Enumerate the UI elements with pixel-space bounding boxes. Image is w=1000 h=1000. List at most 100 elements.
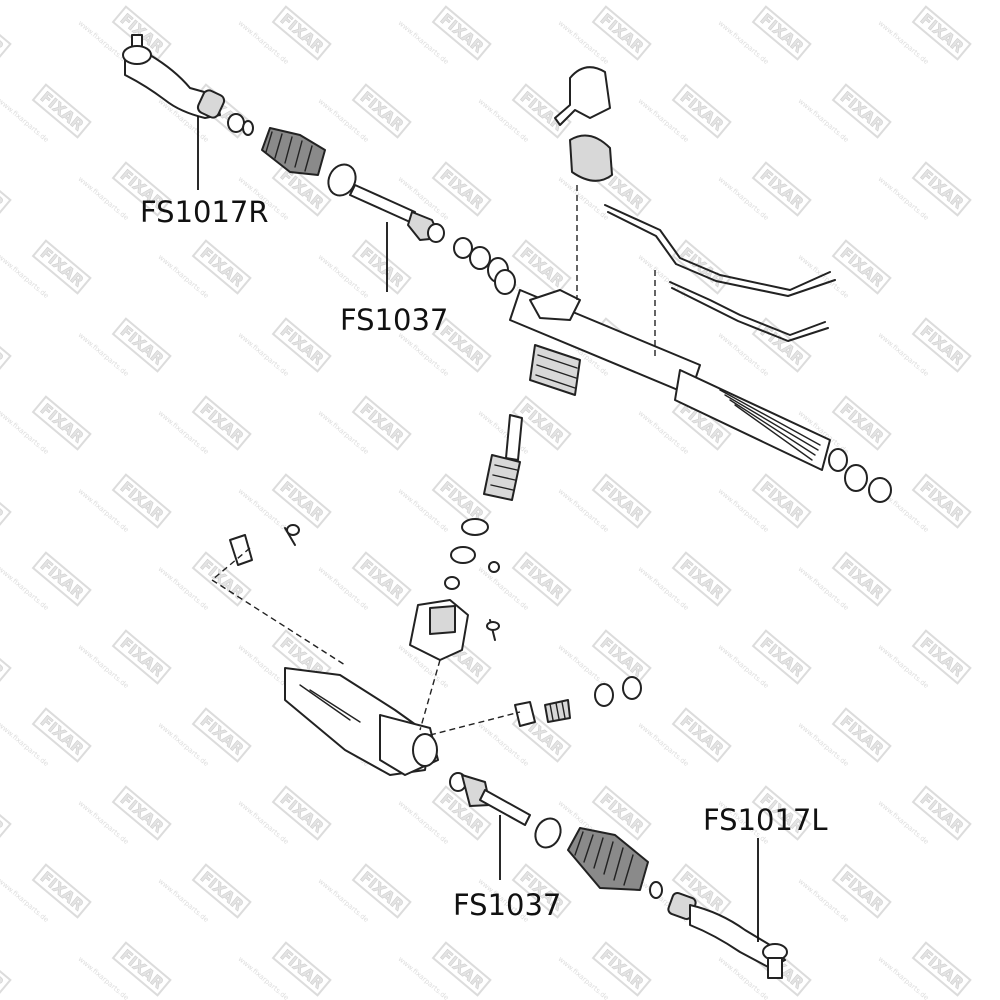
svg-text:FIXAR: FIXAR bbox=[517, 88, 568, 135]
upper-boot bbox=[261, 127, 326, 176]
svg-text:FIXAR: FIXAR bbox=[837, 88, 888, 135]
svg-text:FIXAR: FIXAR bbox=[357, 868, 408, 915]
svg-text:FIXAR: FIXAR bbox=[277, 478, 328, 525]
svg-text:FIXAR: FIXAR bbox=[597, 790, 648, 837]
svg-text:FIXAR: FIXAR bbox=[357, 88, 408, 135]
svg-text:FIXAR: FIXAR bbox=[437, 166, 488, 213]
svg-text:FIXAR: FIXAR bbox=[437, 478, 488, 525]
svg-text:FIXAR: FIXAR bbox=[117, 322, 168, 369]
svg-text:FIXAR: FIXAR bbox=[837, 556, 888, 603]
svg-text:FIXAR: FIXAR bbox=[277, 946, 328, 993]
svg-text:FIXAR: FIXAR bbox=[197, 400, 248, 447]
svg-text:FIXAR: FIXAR bbox=[757, 634, 808, 681]
svg-text:FIXAR: FIXAR bbox=[677, 712, 728, 759]
svg-text:FIXAR: FIXAR bbox=[117, 478, 168, 525]
label-fs1017r: FS1017R bbox=[140, 195, 269, 229]
lower-inner-tie-rod bbox=[449, 772, 531, 826]
svg-text:FIXAR: FIXAR bbox=[37, 556, 88, 603]
svg-text:FIXAR: FIXAR bbox=[117, 790, 168, 837]
svg-text:FIXAR: FIXAR bbox=[277, 322, 328, 369]
label-fs1037-upper: FS1037 bbox=[340, 303, 448, 337]
svg-text:FIXAR: FIXAR bbox=[197, 244, 248, 291]
svg-text:FIXAR: FIXAR bbox=[597, 10, 648, 57]
upper-inner-tie-rod bbox=[349, 184, 445, 243]
rack-housing bbox=[509, 289, 892, 503]
svg-text:FIXAR: FIXAR bbox=[757, 10, 808, 57]
lower-boot-clamp bbox=[534, 817, 562, 849]
svg-text:FIXAR: FIXAR bbox=[37, 400, 88, 447]
svg-text:FIXAR: FIXAR bbox=[917, 946, 968, 993]
svg-text:FIXAR: FIXAR bbox=[917, 322, 968, 369]
svg-text:FIXAR: FIXAR bbox=[917, 166, 968, 213]
label-fs1017l: FS1017L bbox=[703, 803, 828, 837]
svg-text:FIXAR: FIXAR bbox=[357, 400, 408, 447]
mount-bracket bbox=[554, 66, 613, 182]
upper-rings bbox=[453, 237, 516, 295]
hydraulic-lines bbox=[604, 204, 836, 342]
lower-tie-rod-end bbox=[649, 881, 788, 979]
svg-text:FIXAR: FIXAR bbox=[837, 244, 888, 291]
svg-text:FIXAR: FIXAR bbox=[517, 556, 568, 603]
svg-text:FIXAR: FIXAR bbox=[277, 790, 328, 837]
label-fs1037-lower: FS1037 bbox=[453, 888, 561, 922]
svg-text:FIXAR: FIXAR bbox=[517, 244, 568, 291]
svg-text:FIXAR: FIXAR bbox=[277, 10, 328, 57]
svg-text:FIXAR: FIXAR bbox=[917, 10, 968, 57]
svg-text:FIXAR: FIXAR bbox=[357, 556, 408, 603]
svg-text:FIXAR: FIXAR bbox=[37, 712, 88, 759]
svg-text:FIXAR: FIXAR bbox=[837, 400, 888, 447]
svg-text:FIXAR: FIXAR bbox=[37, 868, 88, 915]
svg-text:FIXAR: FIXAR bbox=[197, 868, 248, 915]
svg-text:FIXAR: FIXAR bbox=[597, 946, 648, 993]
svg-text:FIXAR: FIXAR bbox=[757, 322, 808, 369]
svg-text:FIXAR: FIXAR bbox=[757, 478, 808, 525]
svg-text:FIXAR: FIXAR bbox=[357, 244, 408, 291]
